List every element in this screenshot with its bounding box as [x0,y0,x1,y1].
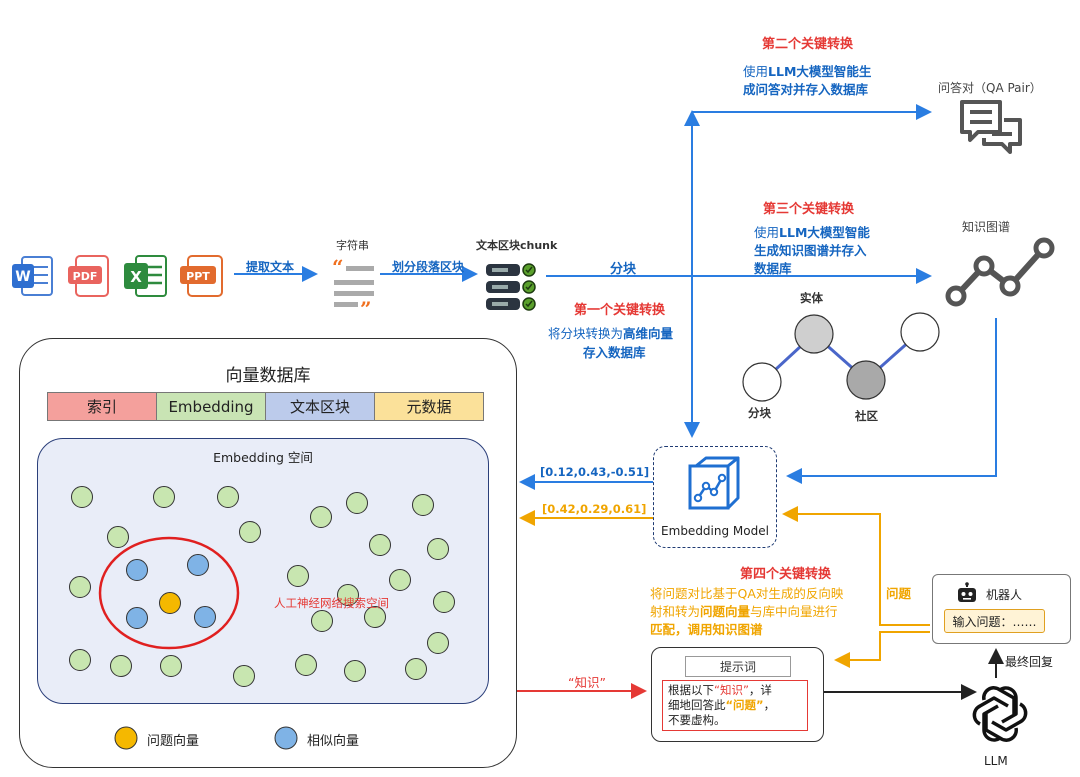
chunk-arrow-label: 分块 [610,262,637,277]
svg-text:”: ” [360,297,372,316]
question-input[interactable]: 输入问题：…… [944,609,1045,633]
knowledge-graph-label: 知识图谱 [962,220,1011,234]
chunks-icon [484,262,538,314]
column-text-chunk: 文本区块 [266,393,375,420]
vector-db-title: 向量数据库 [225,366,311,386]
robot-label: 机器人 [986,588,1023,602]
second-transform-line1: 使用LLM大模型智能生 [743,64,872,79]
vector-value-1: [0.12,0.43,-0.51] [540,465,650,479]
vector-value-2: [0.42,0.29,0.61] [542,502,647,516]
qa-pair-icon [958,98,1024,164]
chunk-label: 文本区块chunk [476,239,558,252]
second-transform-title: 第二个关键转换 [762,37,854,52]
word-icon: W [10,255,54,297]
question-label: 问题 [886,586,912,601]
string-label: 字符串 [336,239,369,252]
first-transform-title: 第一个关键转换 [574,303,666,318]
knowledge-graph-icon [944,236,1062,312]
pdf-icon: PDF [66,254,112,298]
fourth-transform-line1: 将问题对比基于QA对生成的反向映 [650,586,844,601]
arrow-robot-to-prompt [834,631,930,668]
legend-question-label: 问题向量 [147,734,200,749]
string-icon: “ ” [330,255,378,321]
prompt-label: 提示词 [685,656,791,677]
vector-db-columns: 索引 Embedding 文本区块 元数据 [47,392,484,421]
fourth-transform-line3: 匹配，调用知识图谱 [650,622,763,637]
third-transform-line1: 使用LLM大模型智能 [754,225,870,240]
graph-chunk-label: 分块 [748,406,771,420]
fourth-transform-title: 第四个关键转换 [740,567,832,582]
legend-similar-label: 相似向量 [307,734,360,749]
second-transform-line2: 成问答对并存入数据库 [743,82,869,97]
robot-icon [956,582,978,604]
community-label: 社区 [855,409,878,423]
excel-icon: X [122,254,168,298]
qa-pair-label: 问答对（QA Pair） [938,81,1042,95]
first-transform-line1: 将分块转换为高维向量 [548,326,674,341]
prompt-text: 根据以下“知识”，详 细地回答此“问题”， 不要虚构。 [662,680,808,731]
embedding-space-title: Embedding 空间 [213,450,313,465]
third-transform-line3: 数据库 [754,261,792,276]
embedding-space [37,438,489,704]
svg-text:PDF: PDF [73,270,98,283]
column-metadata: 元数据 [375,393,483,420]
svg-text:PPT: PPT [186,270,210,283]
llm-icon [972,684,1028,744]
entity-graph [738,306,948,418]
llm-label: LLM [984,754,1008,768]
ppt-icon: PPT [178,254,228,298]
svg-text:W: W [15,269,30,285]
knowledge-arrow-label: “知识” [568,675,606,690]
arrow-robot-to-model [782,506,930,626]
column-embedding: Embedding [157,393,266,420]
third-transform-line2: 生成知识图谱并存入 [754,243,867,258]
search-space-label: 人工神经网络搜索空间 [274,596,389,610]
embedding-model-label: Embedding Model [661,524,769,538]
entity-label: 实体 [800,291,823,305]
fourth-transform-line2: 射和转为问题向量与库中向量进行 [650,604,838,619]
arrow-kg-to-model [786,318,997,484]
cube-icon [686,454,746,514]
svg-text:X: X [130,268,142,286]
final-reply-label: 最终回复 [1005,655,1054,669]
extract-text-label: 提取文本 [246,260,295,274]
column-index: 索引 [48,393,157,420]
split-paragraph-label: 划分段落区块 [392,260,465,274]
first-transform-line2: 存入数据库 [583,345,646,360]
third-transform-title: 第三个关键转换 [763,202,855,217]
svg-text:“: “ [332,258,344,279]
